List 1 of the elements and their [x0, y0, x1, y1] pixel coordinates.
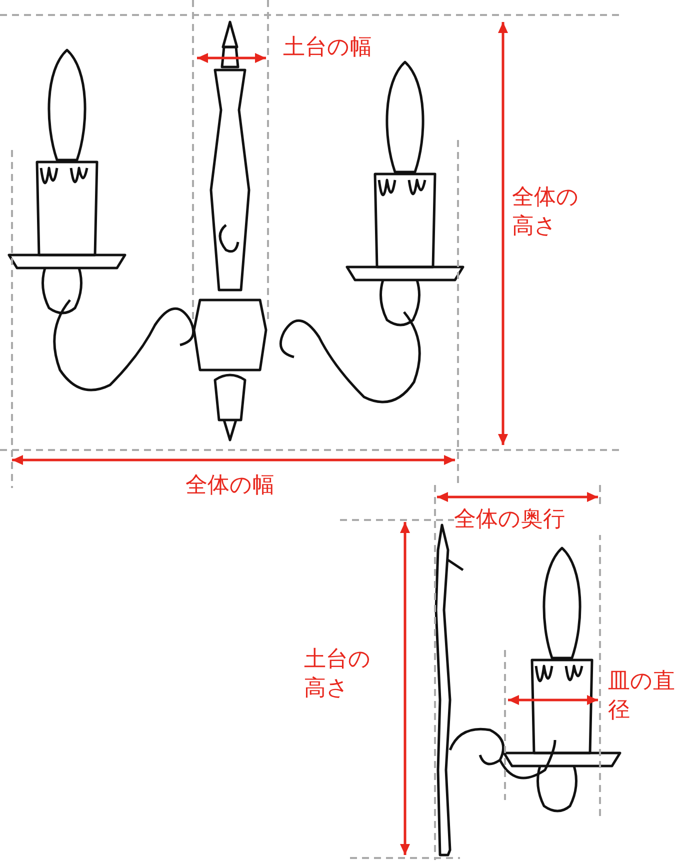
dimension-label: 全体の奥行	[454, 506, 604, 535]
